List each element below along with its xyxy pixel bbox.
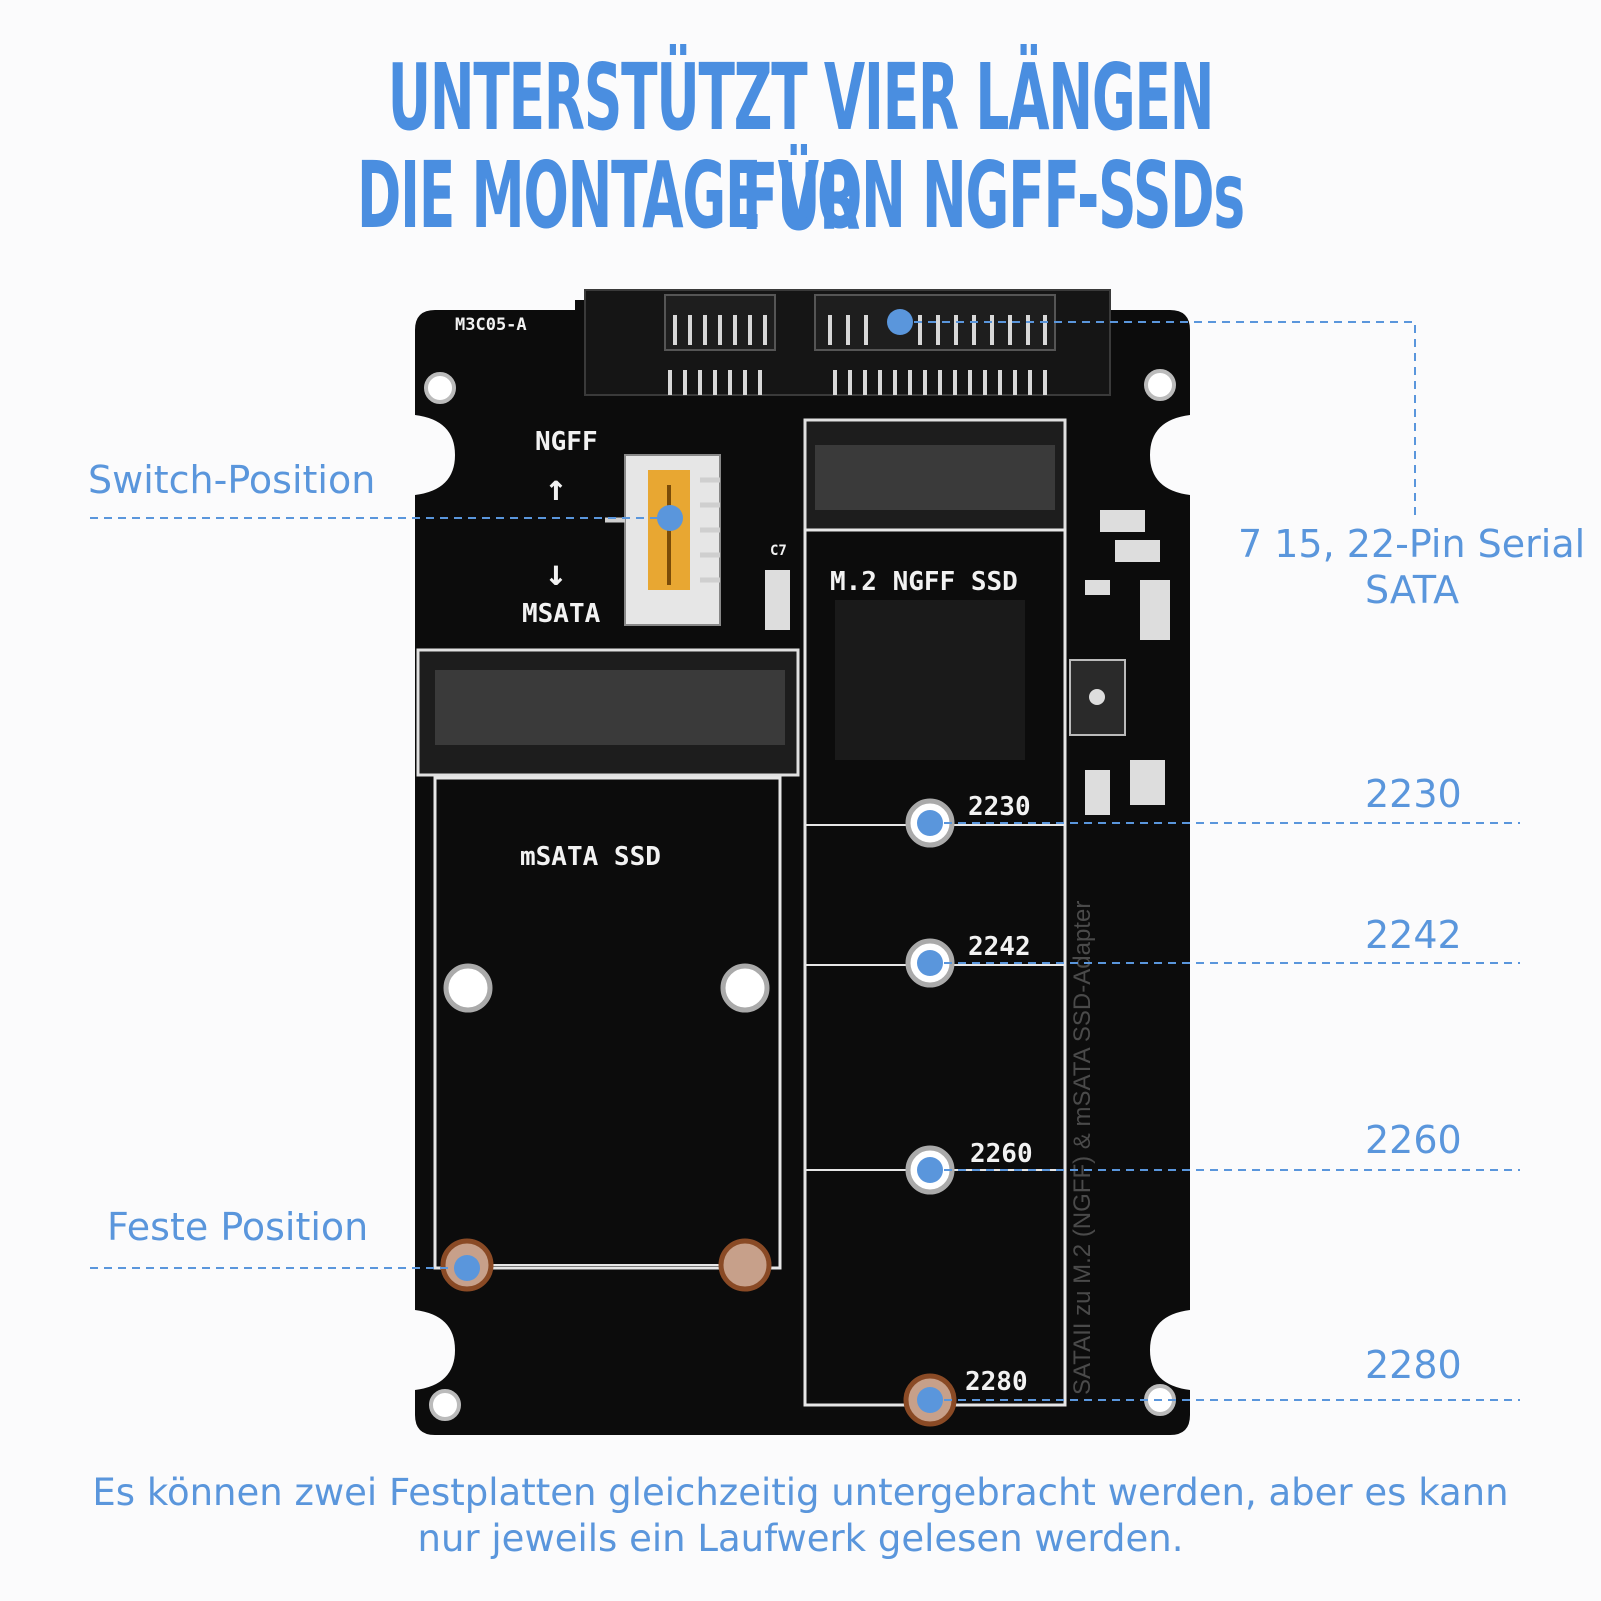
leader-sata <box>900 321 1416 515</box>
pcb-board <box>415 300 1190 1435</box>
part-number: M3C05-A <box>455 315 527 335</box>
silk-2230: 2230 <box>968 792 1031 822</box>
mount-hole <box>1144 369 1176 401</box>
silk-side-text: SATAII zu M.2 (NGFF) & mSATA SSD-Adapter <box>1069 901 1096 1395</box>
silk-2260: 2260 <box>970 1139 1033 1169</box>
arrow-up-icon: ↑ <box>545 468 567 509</box>
mount-hole <box>424 372 456 404</box>
headline-line-1: UNTERSTÜTZT VIER LÄNGEN FÜR <box>387 44 1215 251</box>
callout-sata-line1: 7 15, 22-Pin Serial <box>1238 522 1586 566</box>
silk-c7: C7 <box>770 543 787 559</box>
callout-2242: 2242 <box>1365 913 1462 957</box>
marker-dot-2260 <box>917 1157 943 1183</box>
silk-msata-ssd: mSATA SSD <box>520 842 661 872</box>
arrow-down-icon: ↓ <box>545 553 567 594</box>
callout-fixed-position: Feste Position <box>107 1205 369 1249</box>
marker-dot-sata <box>887 309 913 335</box>
silk-2280: 2280 <box>965 1367 1028 1397</box>
silk-msata: MSATA <box>522 599 601 629</box>
silk-ngff: NGFF <box>535 427 598 457</box>
callout-2260: 2260 <box>1365 1118 1462 1162</box>
marker-dot-fixed <box>454 1255 480 1281</box>
callout-2280: 2280 <box>1365 1343 1462 1387</box>
marker-dot-2230 <box>917 810 943 836</box>
footer-line-2: nur jeweils ein Laufwerk gelesen werden. <box>417 1517 1184 1560</box>
marker-dot-2242 <box>917 950 943 976</box>
silk-2242: 2242 <box>968 932 1031 962</box>
footer-note: Es können zwei Festplatten gleichzeitig … <box>0 1470 1601 1562</box>
headline-line-2: DIE MONTAGE VON NGFF-SSDs <box>356 142 1245 249</box>
footer-line-1: Es können zwei Festplatten gleichzeitig … <box>92 1471 1509 1514</box>
callout-switch-position: Switch-Position <box>88 458 376 502</box>
mount-hole <box>429 1389 461 1421</box>
marker-dot-2280 <box>917 1387 943 1413</box>
silk-m2-ngff-ssd: M.2 NGFF SSD <box>830 567 1018 597</box>
marker-dot-switch <box>657 505 683 531</box>
callout-sata-line2: SATA <box>1365 568 1460 612</box>
callout-2230: 2230 <box>1365 772 1462 816</box>
